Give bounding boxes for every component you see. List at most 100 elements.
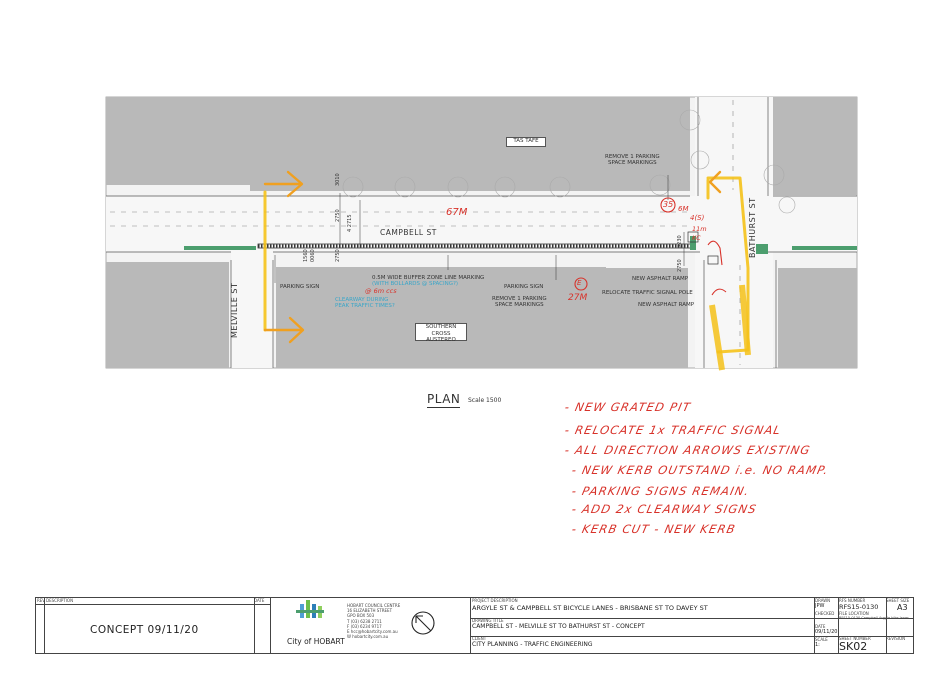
sheet-label: SHEET NUMBER [839,636,871,641]
address-line: HOBART COUNCIL CENTRE [347,603,401,608]
remove-parking-mid-label: REMOVE 1 PARKING SPACE MARKINGS [492,296,547,308]
clearway-label: CLEARWAY DURING PEAK TRAFFIC TIMES? [335,297,395,309]
dim-0060: 0060 [310,249,316,262]
highlighter-marks [263,176,750,354]
title-block [35,597,914,654]
client-value: CITY PLANNING - TRAFFIC ENGINEERING [472,641,593,648]
date-label: DATE [815,624,826,629]
hobart-logo-icon [296,600,324,618]
dim-2715: 4 2715 [347,214,353,233]
scale-value: 1: [815,642,820,648]
dim-3010: 3010 [335,173,341,186]
address-line: E hcc@hobartcity.com.au [347,629,398,635]
north-arrow-icon [411,611,435,635]
address-line: T (03) 6238 2711 [347,618,382,624]
address-line: W hobartcity.com.au [347,634,389,640]
drawing-value: CAMPBELL ST - MELVILLE ST TO BATHURST ST… [472,623,645,630]
rfs-label: RFS NUMBER [839,598,866,603]
hand-4s: 4(S) [690,214,705,222]
note-item: - RELOCATE 1x TRAFFIC SIGNAL [563,423,783,437]
council-address: HOBART COUNCIL CENTRE 16 ELIZABETH STREE… [347,603,400,639]
checked-label: CHECKED [815,611,835,616]
scale-label: SCALE [815,637,828,642]
parking-sign-left-label: PARKING SIGN [280,284,320,290]
project-label: PROJECT DESCRIPTION [472,598,518,603]
desc-col [44,598,255,653]
trees [342,109,796,214]
description-header: DESCRIPTION [46,598,74,603]
rule [814,636,913,637]
rfs-value: RFS15-0130 [839,603,879,611]
size-value: A3 [897,603,908,612]
note-item: - PARKING SIGNS REMAIN. [570,484,752,498]
buildings [106,97,857,368]
label-line: REMOVE 1 PARKING [492,296,547,302]
hand-35: 35 [663,200,674,209]
note-item: - KERB CUT - NEW KERB [570,522,738,536]
logo-col [270,598,471,653]
relocate-pole-label: RELOCATE TRAFFIC SIGNAL POLE [602,290,693,296]
campbell-st-label: CAMPBELL ST [380,228,437,237]
hand-11m: 11m [692,225,707,233]
project-value: ARGYLE ST & CAMPBELL ST BICYCLE LANES - … [472,604,708,612]
melville-st-label: MELVILLE ST [230,282,239,338]
size-label: SHEET SIZE [886,598,910,603]
rev-col [36,598,45,653]
project-col [470,598,815,653]
date-col [254,598,271,653]
rev-header: REV [37,598,46,603]
southern-cross-line-2: AUSTEREO [426,337,456,344]
date-value: 09/11/20 [815,629,838,635]
drawn-col [814,598,839,653]
hand-kc: KC [692,234,701,242]
hand-67m: 67M [446,207,468,218]
label-line: CLEARWAY DURING [335,297,389,303]
dim-1560: 1560 [303,249,309,262]
label-line: 0.5M WIDE BUFFER ZONE LINE MARKING [372,275,485,281]
hand-27m: 27M [568,293,588,303]
new-ramp-top-label: NEW ASPHALT RAMP [632,276,689,282]
address-line: F (03) 6234 9717 [347,623,382,629]
parking-sign-mid-label: PARKING SIGN [504,284,544,290]
label-line: REMOVE 1 PARKING [605,154,660,160]
file-value: RFS15-0130 Campbell Argyle bike lanes [839,616,909,620]
remove-parking-top-label: REMOVE 1 PARKING SPACE MARKINGS [605,154,660,166]
dim-3230: 3230 [677,235,683,248]
new-ramp-bottom-label: NEW ASPHALT RAMP [638,302,695,308]
sheet-value: SK02 [839,640,868,653]
label-line: (WITH BOLLARDS @ SPACING?) [372,281,459,288]
date-header: DATE [254,598,265,603]
buffer-zone-label: 0.5M WIDE BUFFER ZONE LINE MARKING (WITH… [372,275,484,287]
hand-6m: 6M [678,205,689,213]
note-item: - ALL DIRECTION ARROWS EXISTING [563,443,813,457]
file-label: FILE LOCATION [839,611,869,616]
orange-arrows [263,170,722,344]
address-line: 16 ELIZABETH STREET [347,608,393,614]
dim-2750: 2750 [335,209,341,222]
note-item: - NEW KERB OUTSTAND i.e. NO RAMP. [570,463,831,477]
bathurst-st-label: BATHURST ST [748,197,757,258]
plan-title: PLAN [427,392,461,408]
address-line: GPO BOX 503 [347,613,375,619]
rule [470,618,913,619]
label-line: PEAK TRAFFIC TIMES? [335,303,395,310]
tas-tafe-label: TAS TAFE [506,137,546,147]
hand-6m-ccs: @ 6m ccs [365,287,397,295]
concept-text: CONCEPT 09/11/20 [90,624,199,636]
hand-e: E [577,279,582,287]
client-label: CLIENT [472,636,487,641]
label-line: SPACE MARKINGS [608,160,657,167]
rfs-col [838,598,887,653]
rule [36,604,270,605]
label-line: SPACE MARKINGS [495,302,544,309]
revision-label: REVISION [886,636,906,641]
plan-scale: Scale 1500 [468,397,502,404]
dim-2750b: 2750 [335,249,341,262]
southern-cross-line-1: SOUTHERN CROSS [425,324,457,337]
rule [470,636,814,637]
southern-cross-label: SOUTHERN CROSS AUSTEREO [415,323,467,344]
note-item: - ADD 2x CLEARWAY SIGNS [570,502,759,516]
drawn-value: JPW [815,603,825,609]
dim-2750c: 2750 [677,259,683,272]
